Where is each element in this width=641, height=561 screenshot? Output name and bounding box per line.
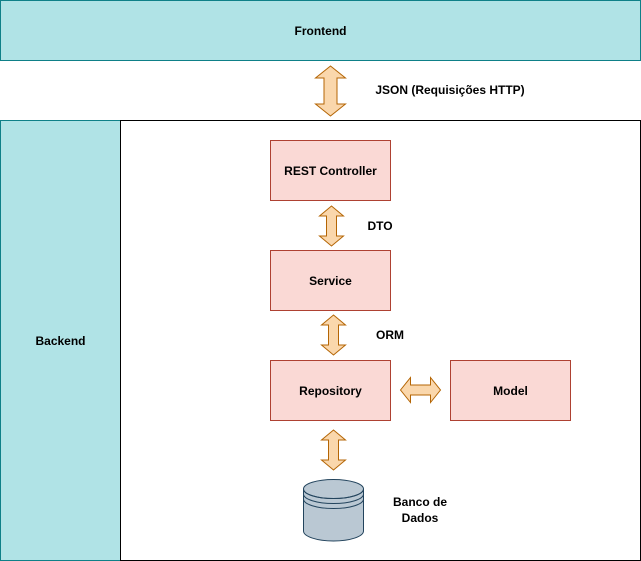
- json-double-arrow: [314, 65, 347, 117]
- json-label: JSON (Requisições HTTP): [375, 83, 525, 97]
- repository-database-double-arrow: [320, 429, 347, 471]
- service-block: Service: [270, 250, 391, 311]
- dto-double-arrow: [318, 205, 345, 247]
- repository-model-double-arrow: [399, 376, 442, 404]
- database-label-line2: Dados: [401, 511, 439, 525]
- repository-block: Repository: [270, 360, 391, 421]
- database-icon: [303, 479, 364, 542]
- service-label: Service: [309, 273, 352, 288]
- orm-double-arrow: [320, 314, 347, 356]
- backend-block: Backend: [0, 120, 121, 561]
- frontend-label: Frontend: [294, 23, 347, 38]
- dto-label: DTO: [367, 219, 393, 233]
- frontend-block: Frontend: [0, 0, 641, 61]
- repository-label: Repository: [299, 383, 362, 398]
- database-label-line1: Banco de: [392, 495, 447, 509]
- database-label: Banco de Dados: [380, 494, 460, 526]
- model-block: Model: [450, 360, 571, 421]
- rest-controller-label: REST Controller: [284, 163, 377, 178]
- backend-label: Backend: [35, 333, 86, 348]
- model-label: Model: [493, 383, 528, 398]
- orm-label: ORM: [376, 328, 404, 342]
- rest-controller-block: REST Controller: [270, 140, 391, 201]
